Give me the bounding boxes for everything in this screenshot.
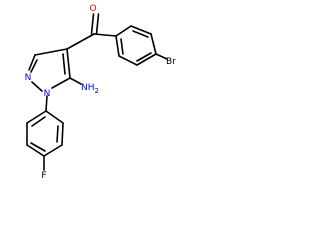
bond-bromophenyl-5: [118, 55, 138, 66]
bond-fluorophenyl-6: [26, 110, 47, 124]
bond-bromophenyl-1: [115, 25, 132, 37]
atom-labels: O N N NH2 Br F: [25, 4, 177, 181]
bond-bromophenyl-3: [150, 33, 157, 55]
bonds: [26, 13, 168, 171]
bond-pyrazole-c5-c4-inner: [62, 53, 66, 75]
bond-carbonyl-to-pyrazole: [66, 33, 95, 50]
bromine-label: Br: [166, 57, 176, 67]
structure-canvas: O N N NH2 Br F: [25, 4, 177, 181]
bond-fluorophenyl-inner-3: [31, 116, 46, 127]
nitrogen-ring-top-label: N: [25, 73, 32, 83]
bond-fluorophenyl-inner-2: [30, 142, 46, 152]
bond-carbonyl-double-2: [95, 13, 100, 35]
amine-label: NH2: [81, 83, 99, 95]
bond-fluorophenyl-1: [45, 110, 64, 124]
bond-bromophenyl-2: [130, 25, 152, 35]
bond-pyrazole-n1-c5: [51, 77, 71, 89]
oxygen-label: O: [89, 4, 96, 14]
bond-n1-to-fluorophenyl: [45, 95, 48, 112]
amine-label-subscript: 2: [95, 87, 99, 95]
molecule-diagram: O N N NH2 Br F: [25, 4, 177, 181]
bond-fluorophenyl-4: [26, 144, 45, 157]
bond-bromophenyl-4: [136, 53, 157, 66]
bond-pyrazole-n2-n1: [31, 81, 43, 92]
nitrogen-ring-bottom-label: N: [44, 89, 51, 99]
bond-carbonyl-double-1: [90, 13, 95, 35]
bond-pyrazole-c3-n2: [28, 54, 36, 71]
bond-bromophenyl-inner-1: [132, 30, 149, 38]
bond-pyrazole-c5-c4: [66, 48, 71, 79]
bond-bromophenyl-6: [115, 35, 120, 57]
bond-to-bromine: [155, 53, 168, 60]
bond-to-amine: [69, 77, 82, 85]
bond-fluorophenyl-3: [43, 144, 63, 157]
bond-fluorophenyl-inner-1: [56, 125, 59, 143]
bond-pyrazole-c4-c3: [34, 48, 68, 56]
bond-bromophenyl-inner-3: [120, 38, 124, 55]
amine-label-main: NH: [81, 83, 95, 93]
bond-pyrazole-c3-n2-double: [30, 59, 38, 73]
bond-carbonyl-to-bromophenyl: [93, 33, 117, 37]
fluorine-label: F: [41, 171, 46, 181]
bond-fluorophenyl-2: [61, 122, 64, 146]
bond-bromophenyl-inner-2: [136, 52, 152, 62]
